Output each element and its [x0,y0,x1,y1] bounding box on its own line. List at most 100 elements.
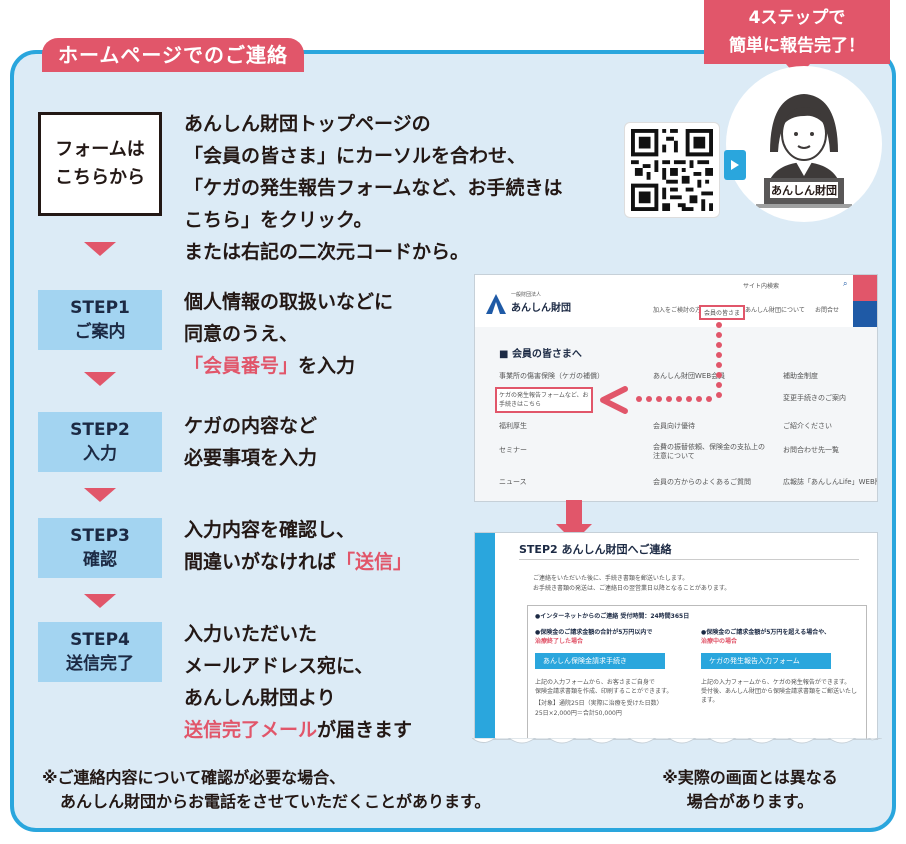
nav-item[interactable]: 加入をご検討の方 [653,307,702,314]
contact-note: ※ご連絡内容について確認が必要な場合、 あんしん財団からお電話をさせていただくこ… [42,766,490,814]
highlight-frame [495,387,593,413]
qr-arrow-icon [724,150,746,180]
highlight-text: 「会員番号」 [184,355,299,377]
org-small: 一般財団法人 [511,292,542,298]
step-sub: 確認 [83,550,117,570]
left-body: 【対象】通院25日（実際に治療を受けた日数） [535,700,663,707]
step-line: 必要事項を入力 [184,447,318,469]
step2-description: ケガの内容など 必要事項を入力 [184,410,317,474]
form-intro: お手続き書類の発送は、ご連絡日の翌営業日以降となることがあります。 [533,585,731,592]
operator-illustration [726,66,882,222]
form-sidebar [475,533,495,739]
menu-item[interactable]: 会員の方からのよくあるご質問 [653,478,751,486]
right-head: 治療中の場合 [701,638,738,645]
down-arrow [566,500,582,526]
form-box-line2: こちらから [55,167,145,188]
down-triangle-icon [84,594,116,608]
note-line: 場合があります。 [686,792,814,811]
menu-item[interactable]: 変更手続きのご案内 [783,394,846,402]
page-title: ホームページでのご連絡 [42,38,304,72]
menu-item[interactable]: あんしん財団WEB会員 [653,372,726,380]
left-head: 治療終了した場合 [535,638,584,645]
search-icon[interactable]: ⌕ [843,279,848,288]
balloon-line1: 4ステップで [748,8,846,28]
menu-item[interactable]: 福利厚生 [499,422,527,430]
step2-badge: STEP2 入力 [38,412,162,472]
intro-line: 「会員の皆さま」にカーソルを合わせ、 [184,145,527,167]
intro-line: あんしん財団トップページの [184,113,431,135]
menu-item[interactable]: お問合わせ先一覧 [783,446,839,454]
menu-item[interactable]: 事業所の傷害保険（ケガの補償） [499,372,604,380]
form-box-line1: フォームは [55,139,145,160]
step-line: 間違いがなければ「送信」 [184,546,412,578]
torn-edge [472,738,882,744]
left-body: 保険金請求書類を作成、印刷することができます。 [535,688,673,695]
step-tail: が届きます [317,719,413,741]
step-label: STEP3 [70,526,130,546]
menu-item[interactable]: セミナー [499,446,527,454]
balloon-line2: 簡単に報告完了！ [729,36,865,56]
step1-description: 個人情報の取扱いなどに 同意のうえ、 「会員番号」を入力 [184,286,393,382]
corner-badge [853,275,877,301]
org-name: あんしん財団 [511,303,571,314]
nav-item[interactable]: あんしん財団について [745,307,805,314]
step-label: STEP4 [70,630,130,650]
note-line: あんしん財団からお電話をさせていただくことがあります。 [60,792,491,811]
step4-badge: STEP4 送信完了 [38,622,162,682]
website-screenshot-top: 一般財団法人 あんしん財団 サイト内検索 ⌕ 加入をご検討の方 会員の皆さま あ… [474,274,878,502]
intro-line: こちら」をクリック。 [184,209,373,231]
step-label: STEP1 [70,298,130,318]
left-body: 25日×2,000円＝合計50,000円 [535,710,622,717]
dotted-pointer-arrow [600,322,722,414]
down-triangle-icon [84,488,116,502]
intro-line: 「ケガの発生報告フォームなど、お手続きは [184,177,563,199]
avatar-badge: あんしん財団 [771,184,837,197]
step-line: 送信完了メールが届きます [184,714,412,746]
step1-badge: STEP1 ご案内 [38,290,162,350]
right-head: ●保険金のご請求金額が5万円を超える場合や、 [701,629,831,636]
step-sub: 入力 [83,444,117,464]
nav-item-members[interactable]: 会員の皆さま [699,305,746,320]
screen-disclaimer: ※実際の画面とは異なる 場合があります。 [640,766,860,814]
intro-text: あんしん財団トップページの 「会員の皆さま」にカーソルを合わせ、 「ケガの発生報… [184,108,562,268]
right-body: 上記の入力フォームから、ケガの発生報告ができます。 [701,679,851,686]
claim-button[interactable]: あんしん保険金請求手続き [535,653,665,669]
step4-description: 入力いただいた メールアドレス宛に、 あんしん財団より 送信完了メールが届きます [184,618,412,746]
box-title: ●インターネットからのご連絡 受付時間：24時間365日 [535,613,690,620]
menu-item[interactable]: 補助金制度 [783,372,818,380]
menu-item[interactable]: 会員向け優待 [653,422,695,430]
step-line: あんしん財団より [184,687,336,709]
report-form-button[interactable]: ケガの発生報告入力フォーム [701,653,831,669]
left-body: 上記の入力フォームから、お客さまご自身で [535,679,655,686]
menu-item[interactable]: 会費の振替依頼、保険金の支払上の注意について [653,443,765,460]
note-line: ※ご連絡内容について確認が必要な場合、 [42,768,346,787]
menu-panel [475,327,877,501]
menu-item[interactable]: ニュース [499,478,527,486]
right-body: ます。 [701,697,719,704]
highlight-text: 送信完了メール [184,719,318,741]
site-search[interactable]: サイト内検索 [743,283,780,290]
menu-item-report[interactable]: ケガの発生報告フォームなど、お手続きはこちら [499,392,589,408]
step-tail: を入力 [298,355,356,377]
step-line: ケガの内容など [184,415,318,437]
menu-item[interactable]: 広報誌「あんしんLife」WEB版 [783,478,878,486]
step-line: 「会員番号」を入力 [184,350,393,382]
right-body: 受付後、あんしん財団から保険金請求書類をご郵送いたし [701,688,858,695]
form-link-box[interactable]: フォームは こちらから [38,112,162,216]
step3-badge: STEP3 確認 [38,518,162,578]
down-triangle-icon [84,242,116,256]
nav-item[interactable]: お問合せ [815,307,840,314]
menu-item[interactable]: ご紹介ください [783,422,832,430]
down-triangle-icon [84,372,116,386]
left-head: ●保険金のご請求金額の合計が5万円以内で [535,629,653,636]
form-intro: ご連絡をいただいた後に、手続き書類を郵送いたします。 [533,575,689,582]
step-line: 入力内容を確認し、 [184,519,356,541]
speech-balloon: 4ステップで 簡単に報告完了！ [704,0,890,64]
operator-icon [756,94,852,208]
section-title: ■ 会員の皆さまへ [499,349,582,360]
qr-code[interactable] [624,122,720,218]
step-sub: ご案内 [74,322,126,342]
step-label: STEP2 [70,420,130,440]
step-line: メールアドレス宛に、 [184,655,374,677]
note-line: ※実際の画面とは異なる [662,768,838,787]
